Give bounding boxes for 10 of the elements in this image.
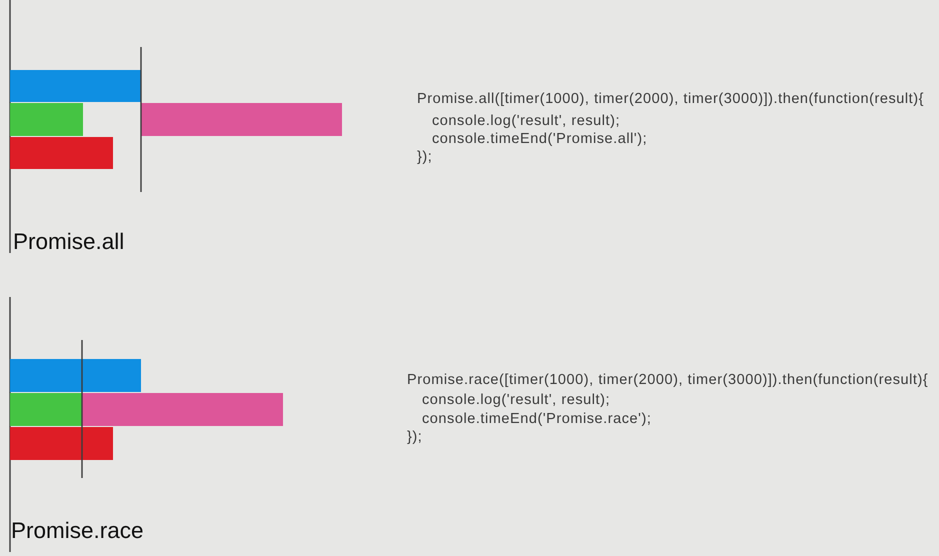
section-title: Promise.race [11, 517, 144, 544]
code-line: console.timeEnd('Promise.race'); [422, 411, 652, 428]
code-line: Promise.race([timer(1000), timer(2000), timer(3000)]).then(function(result){ [407, 372, 928, 390]
code-line: console.log('result', result); [422, 392, 610, 410]
section-title: Promise.all [13, 228, 124, 255]
code-line: }); [417, 149, 432, 166]
code-line: }); [407, 429, 422, 446]
code-line: console.timeEnd('Promise.all'); [432, 131, 648, 148]
code-line: console.log('result', result); [432, 113, 620, 130]
code-line: Promise.all([timer(1000), timer(2000), timer(3000)]).then(function(result){ [417, 91, 924, 108]
